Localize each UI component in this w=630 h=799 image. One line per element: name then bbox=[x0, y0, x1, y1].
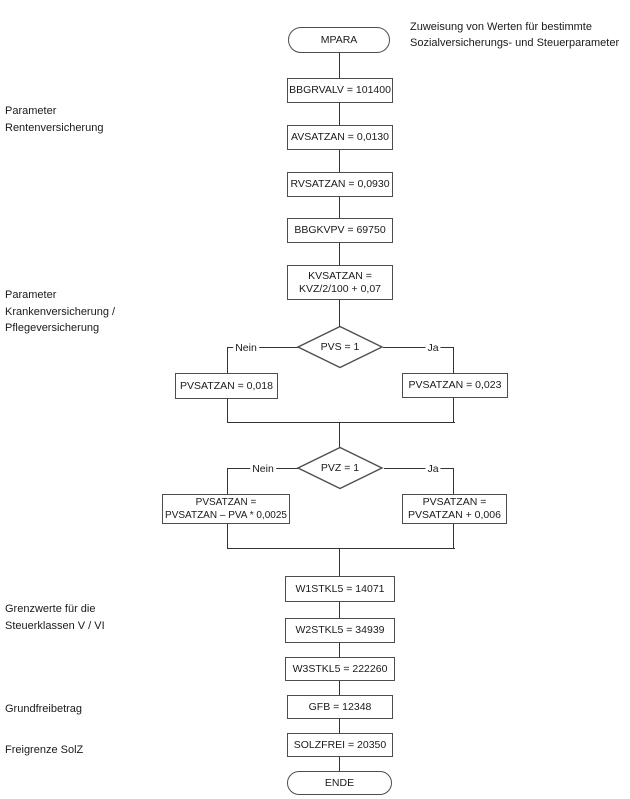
process-box-w3stkl5: W3STKL5 = 222260 bbox=[285, 657, 395, 681]
flow-connector bbox=[339, 243, 341, 265]
annotation-line2: Sozialversicherungs- und Steuerparameter bbox=[410, 36, 620, 49]
process-box-solzfrei: SOLZFREI = 20350 bbox=[287, 733, 393, 757]
branch-label-ja: Ja bbox=[425, 463, 441, 475]
flow-connector bbox=[453, 524, 455, 549]
flow-connector bbox=[227, 398, 229, 423]
process-box-line: PVSATZAN = bbox=[422, 496, 487, 508]
diamond-shape bbox=[296, 325, 384, 369]
branch-label-nein: Nein bbox=[250, 463, 276, 475]
flow-connector bbox=[339, 150, 341, 172]
flow-connector bbox=[339, 643, 341, 657]
process-box-rvsatzan: RVSATZAN = 0,0930 bbox=[287, 172, 393, 197]
branch-label-ja: Ja bbox=[425, 342, 441, 354]
decision-diamond-pvz: PVZ = 1 bbox=[296, 446, 384, 490]
side-label-line: Krankenversicherung / bbox=[5, 305, 116, 318]
side-label-rentenversicherung: Parameter Rentenversicherung bbox=[5, 103, 103, 136]
flow-connector bbox=[227, 468, 229, 494]
flow-connector bbox=[339, 197, 341, 218]
flow-connector bbox=[453, 398, 455, 423]
flow-connector bbox=[227, 347, 229, 373]
process-box-line: KVSATZAN = bbox=[308, 269, 372, 282]
process-box-kvsatzan: KVSATZAN = KVZ/2/100 + 0,07 bbox=[287, 265, 393, 300]
process-box-w2stkl5: W2STKL5 = 34939 bbox=[285, 618, 395, 643]
side-label-line: Rentenversicherung bbox=[5, 121, 104, 134]
process-box-pvsatzan-nein: PVSATZAN = 0,018 bbox=[175, 373, 278, 399]
process-box-pvz-nein: PVSATZAN = PVSATZAN – PVA * 0,0025 bbox=[162, 494, 290, 524]
process-box-line: KVZ/2/100 + 0,07 bbox=[298, 282, 382, 295]
decision-label-pvs: PVS = 1 bbox=[320, 341, 360, 353]
process-box-pvz-ja: PVSATZAN = PVSATZAN + 0,006 bbox=[402, 494, 507, 524]
start-node-mpara: MPARA bbox=[288, 27, 390, 53]
flow-connector bbox=[227, 524, 229, 549]
decision-label-pvz: PVZ = 1 bbox=[320, 462, 360, 474]
process-box-line: PVSATZAN = bbox=[195, 497, 257, 508]
flow-connector bbox=[453, 468, 455, 494]
process-box-bbgrvalv: BBGRVALV = 101400 bbox=[287, 78, 393, 103]
flow-connector bbox=[339, 103, 341, 125]
process-box-gfb: GFB = 12348 bbox=[287, 695, 393, 719]
flow-connector bbox=[339, 300, 341, 327]
flow-connector bbox=[339, 681, 341, 695]
chart-annotation: Zuweisung von Werten für bestimmte Sozia… bbox=[410, 20, 619, 51]
flow-connector bbox=[227, 422, 455, 424]
process-box-line: PVSATZAN + 0,006 bbox=[408, 509, 501, 521]
process-box-avsatzan: AVSATZAN = 0,0130 bbox=[287, 125, 393, 150]
flow-connector bbox=[453, 347, 455, 373]
process-box-line: PVSATZAN – PVA * 0,0025 bbox=[165, 510, 287, 521]
annotation-line1: Zuweisung von Werten für bestimmte bbox=[410, 21, 592, 33]
side-label-grundfreibetrag: Grundfreibetrag bbox=[5, 703, 83, 715]
flow-connector bbox=[227, 347, 298, 349]
flow-connector bbox=[339, 53, 341, 78]
side-label-line: Pflegeversicherung bbox=[5, 322, 100, 334]
flow-connector bbox=[339, 757, 341, 771]
side-label-line: Steuerklassen V / VI bbox=[5, 619, 105, 632]
flow-connector bbox=[339, 602, 341, 618]
process-box-w1stkl5: W1STKL5 = 14071 bbox=[285, 576, 395, 602]
side-label-grenzwerte: Grenzwerte für die Steuerklassen V / VI bbox=[5, 601, 105, 634]
process-box-bbgkvpv: BBGKVPV = 69750 bbox=[287, 218, 393, 243]
side-label-line: Parameter bbox=[5, 105, 57, 117]
side-label-line: Parameter bbox=[5, 289, 57, 301]
flow-connector bbox=[383, 347, 454, 349]
diamond-shape bbox=[296, 446, 384, 490]
side-label-line: Grenzwerte für die bbox=[5, 603, 96, 615]
branch-label-nein: Nein bbox=[233, 342, 259, 354]
process-box-pvsatzan-ja: PVSATZAN = 0,023 bbox=[402, 373, 508, 398]
flow-connector bbox=[339, 422, 341, 448]
flow-connector bbox=[339, 719, 341, 733]
flow-connector bbox=[384, 468, 454, 470]
flow-connector bbox=[227, 548, 455, 550]
decision-diamond-pvs: PVS = 1 bbox=[296, 325, 384, 369]
end-node-ende: ENDE bbox=[287, 771, 392, 795]
side-label-freigrenze-solz: Freigrenze SolZ bbox=[5, 744, 84, 756]
flow-connector bbox=[339, 548, 341, 576]
side-label-krankenversicherung: Parameter Krankenversicherung / Pflegeve… bbox=[5, 287, 115, 337]
